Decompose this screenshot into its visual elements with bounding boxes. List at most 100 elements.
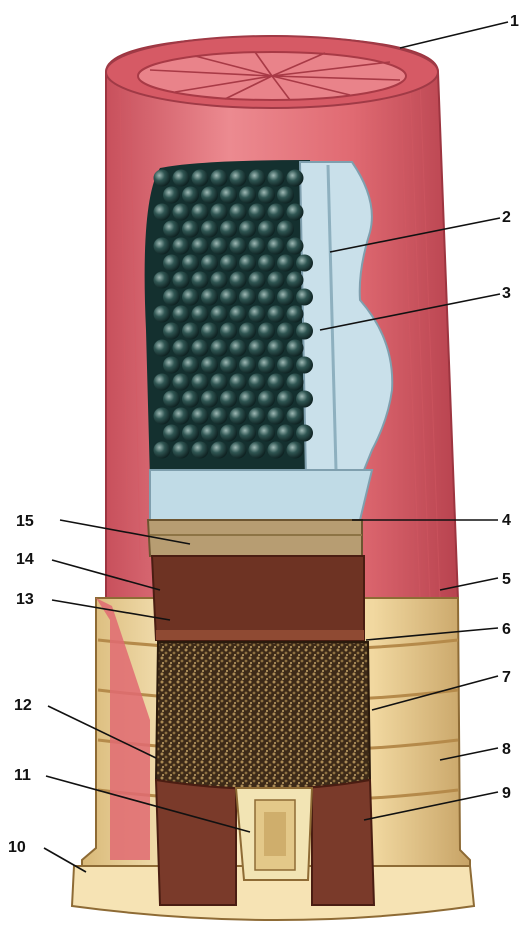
shot-pellet bbox=[163, 187, 180, 204]
label-1: 1 bbox=[510, 13, 519, 30]
shot-pellet bbox=[230, 170, 247, 187]
shot-pellet bbox=[277, 323, 294, 340]
shot-pellet bbox=[277, 357, 294, 374]
shot-pellet bbox=[268, 204, 285, 221]
shot-pellet bbox=[268, 306, 285, 323]
shot-pellet bbox=[163, 289, 180, 306]
shot-pellet bbox=[258, 255, 275, 272]
shot-pellet bbox=[296, 323, 313, 340]
shot-pellet bbox=[211, 204, 228, 221]
shot-pellet bbox=[182, 187, 199, 204]
shot-pellet bbox=[154, 272, 171, 289]
shot-pellet bbox=[287, 408, 304, 425]
shot-pellet bbox=[268, 272, 285, 289]
shot-pellet bbox=[192, 306, 209, 323]
shot-pellet bbox=[249, 306, 266, 323]
shot-pellet bbox=[192, 272, 209, 289]
shot-pellet bbox=[239, 391, 256, 408]
shot-pellet bbox=[192, 374, 209, 391]
shot-pellet bbox=[154, 340, 171, 357]
shot-pellet bbox=[287, 340, 304, 357]
shot-pellet bbox=[258, 391, 275, 408]
label-11: 11 bbox=[14, 767, 31, 784]
shot-pellet bbox=[211, 238, 228, 255]
shot-pellet bbox=[163, 255, 180, 272]
shot-pellet bbox=[296, 357, 313, 374]
shot-pellet bbox=[163, 391, 180, 408]
shot-pellet bbox=[220, 391, 237, 408]
shot-pellet bbox=[258, 289, 275, 306]
shot-pellet bbox=[249, 170, 266, 187]
shot-pellet bbox=[230, 340, 247, 357]
shot-pellet bbox=[154, 306, 171, 323]
shot-pellet bbox=[154, 238, 171, 255]
shot-pellet bbox=[268, 442, 285, 459]
shot-pellets bbox=[154, 170, 314, 459]
shot-pellet bbox=[211, 340, 228, 357]
label-6: 6 bbox=[502, 621, 511, 638]
shot-pellet bbox=[220, 187, 237, 204]
leader-line-1 bbox=[400, 22, 508, 48]
shot-pellet bbox=[268, 340, 285, 357]
shot-pellet bbox=[249, 408, 266, 425]
shot-pellet bbox=[230, 374, 247, 391]
shot-pellet bbox=[239, 187, 256, 204]
shot-pellet bbox=[201, 425, 218, 442]
shot-pellet bbox=[154, 442, 171, 459]
shot-pellet bbox=[220, 289, 237, 306]
shot-pellet bbox=[220, 255, 237, 272]
shot-pellet bbox=[220, 323, 237, 340]
shot-pellet bbox=[211, 306, 228, 323]
shot-pellet bbox=[239, 255, 256, 272]
shot-pellet bbox=[173, 306, 190, 323]
shot-pellet bbox=[296, 289, 313, 306]
shot-pellet bbox=[163, 323, 180, 340]
shot-pellet bbox=[154, 204, 171, 221]
label-14: 14 bbox=[16, 551, 34, 568]
shot-pellet bbox=[192, 204, 209, 221]
label-4: 4 bbox=[502, 512, 511, 529]
label-5: 5 bbox=[502, 571, 511, 588]
label-2: 2 bbox=[502, 209, 511, 226]
powder-charge bbox=[156, 642, 370, 789]
shot-pellet bbox=[201, 289, 218, 306]
shot-pellet bbox=[182, 255, 199, 272]
shot-pellet bbox=[268, 238, 285, 255]
shot-pellet bbox=[249, 442, 266, 459]
shot-pellet bbox=[173, 340, 190, 357]
shot-pellet bbox=[192, 442, 209, 459]
shot-pellet bbox=[268, 170, 285, 187]
shot-pellet bbox=[296, 391, 313, 408]
wad-base bbox=[150, 470, 372, 520]
shot-pellet bbox=[258, 323, 275, 340]
shot-pellet bbox=[277, 255, 294, 272]
shot-pellet bbox=[287, 374, 304, 391]
shot-pellet bbox=[249, 272, 266, 289]
shot-pellet bbox=[220, 425, 237, 442]
shot-pellet bbox=[230, 442, 247, 459]
label-15: 15 bbox=[16, 513, 34, 530]
shot-pellet bbox=[211, 408, 228, 425]
shot-pellet bbox=[230, 272, 247, 289]
shot-pellet bbox=[192, 170, 209, 187]
shot-pellet bbox=[211, 442, 228, 459]
shot-pellet bbox=[249, 204, 266, 221]
shot-pellet bbox=[154, 170, 171, 187]
shot-pellet bbox=[230, 306, 247, 323]
shot-pellet bbox=[192, 408, 209, 425]
shot-pellet bbox=[182, 221, 199, 238]
shot-pellet bbox=[173, 442, 190, 459]
shot-pellet bbox=[201, 357, 218, 374]
shot-pellet bbox=[173, 238, 190, 255]
shot-pellet bbox=[277, 425, 294, 442]
shot-pellet bbox=[163, 221, 180, 238]
shot-pellet bbox=[239, 323, 256, 340]
shot-pellet bbox=[258, 425, 275, 442]
shot-pellet bbox=[154, 408, 171, 425]
shot-pellet bbox=[239, 425, 256, 442]
shot-pellet bbox=[239, 357, 256, 374]
shot-pellet bbox=[163, 357, 180, 374]
label-12: 12 bbox=[14, 697, 32, 714]
label-3: 3 bbox=[502, 285, 511, 302]
